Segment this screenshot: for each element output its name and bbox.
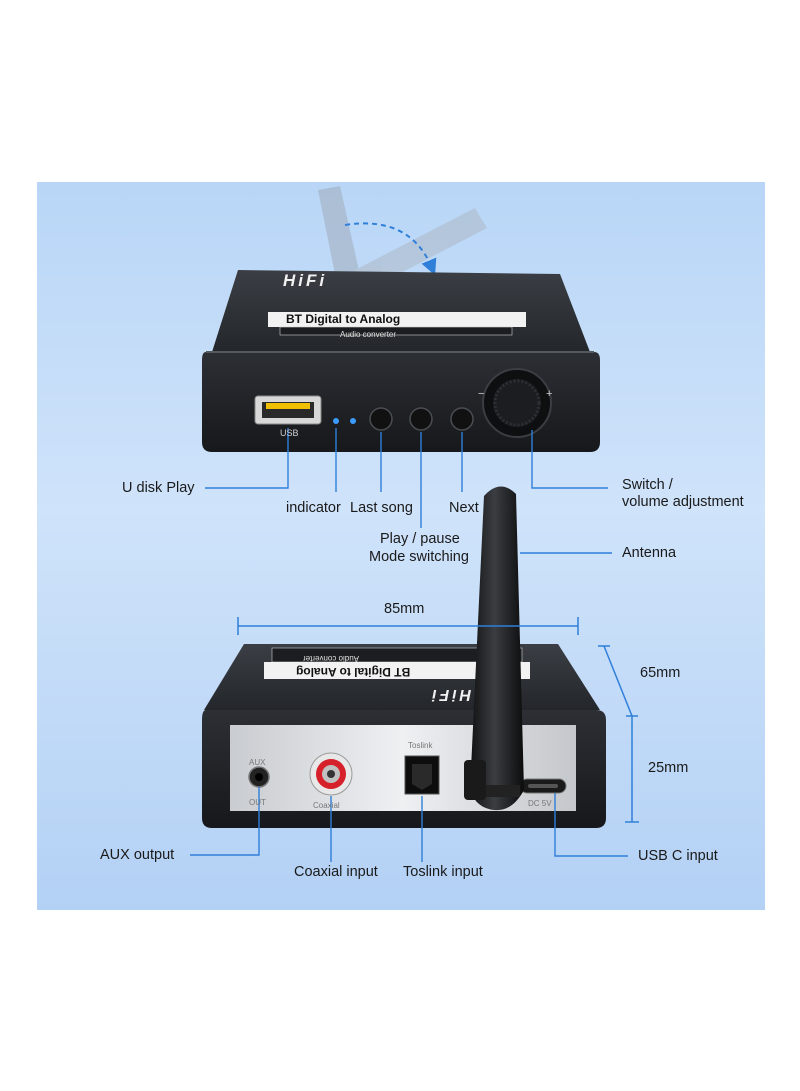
switch-label-line2: volume adjustment bbox=[622, 494, 744, 510]
aux-port-label-bottom: OUT bbox=[249, 798, 266, 807]
knob-plus-label: + bbox=[546, 388, 553, 400]
play-pause-label: Play / pause bbox=[380, 531, 460, 547]
dimension-lines bbox=[237, 617, 639, 823]
mode-switching-label: Mode switching bbox=[369, 549, 469, 565]
depth-dimension-label: 65mm bbox=[640, 665, 681, 681]
brand-logo-back: HiFi bbox=[429, 686, 472, 703]
device-title-top: BT Digital to Analog bbox=[286, 312, 401, 326]
next-button-icon bbox=[450, 407, 474, 431]
next-label: Next bbox=[449, 500, 479, 516]
device-subtitle-top: Audio converter bbox=[340, 330, 397, 339]
device-title-back: BT Digital to Analog bbox=[296, 665, 411, 679]
aux-output-label: AUX output bbox=[100, 847, 175, 863]
u-disk-play-label: U disk Play bbox=[122, 480, 195, 496]
indicator-led-icon bbox=[333, 418, 339, 424]
last-song-label: Last song bbox=[350, 500, 413, 516]
usb-port-label: USB bbox=[280, 428, 299, 438]
device-top-view bbox=[202, 270, 600, 452]
antenna-label: Antenna bbox=[622, 545, 677, 561]
coaxial-input-label: Coaxial input bbox=[294, 864, 378, 880]
indicator-label: indicator bbox=[286, 500, 341, 516]
indicator-led-icon bbox=[350, 418, 356, 424]
toslink-input-label: Toslink input bbox=[403, 864, 483, 880]
switch-label-line1: Switch / bbox=[622, 477, 673, 493]
usb-c-input-label: USB C input bbox=[638, 848, 718, 864]
height-dimension-label: 25mm bbox=[648, 760, 689, 776]
play-pause-button-icon bbox=[409, 407, 433, 431]
coaxial-port-label: Coaxial bbox=[313, 801, 340, 810]
dc-port-label: DC 5V bbox=[528, 799, 552, 808]
knob-minus-label: − bbox=[478, 388, 485, 400]
callout-lines bbox=[190, 428, 628, 862]
aux-port-label-top: AUX bbox=[249, 758, 266, 767]
last-song-button-icon bbox=[369, 407, 393, 431]
brand-logo-top: HiFi bbox=[283, 271, 328, 290]
rotate-arrow-icon bbox=[344, 222, 437, 276]
width-dimension-label: 85mm bbox=[384, 601, 425, 617]
toslink-port-label: Toslink bbox=[408, 741, 433, 750]
antenna-icon bbox=[464, 486, 524, 811]
